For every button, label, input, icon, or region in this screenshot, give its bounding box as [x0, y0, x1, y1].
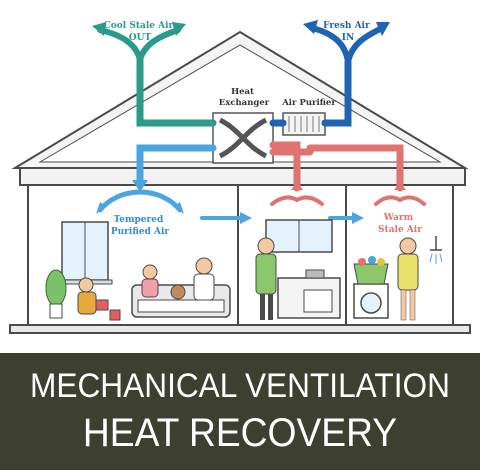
oven [303, 289, 333, 313]
warm-stale-air-label: Warm Stale Air [378, 213, 422, 235]
air-purifier-label: Air Purifier [281, 98, 336, 108]
shower-head-icon [430, 236, 442, 251]
warm-stale-air-duct [269, 141, 426, 206]
laundry-basket [353, 263, 389, 285]
tempered-purified-air-label: Tempered Purified Air [111, 215, 170, 237]
person-cook [257, 237, 275, 255]
kitchen [255, 219, 341, 320]
teddy-bear [170, 284, 186, 300]
person-adult-sofa [195, 257, 213, 275]
person-child-sofa [142, 264, 158, 280]
tempered-air-duct [96, 144, 364, 224]
title-banner: MECHANICAL VENTILATION HEAT RECOVERY [0, 353, 480, 470]
person-child-floor [78, 277, 94, 293]
air-purifier-unit [282, 112, 326, 136]
ventilation-diagram: Cool Stale Air OUT Fresh Air IN Heat Exc… [9, 20, 471, 334]
cool-air-arrow-right [137, 27, 181, 63]
banner-title-line2: HEAT RECOVERY [82, 411, 398, 455]
person-shower [399, 237, 417, 255]
laundry-room [353, 236, 443, 321]
fresh-air-label: Fresh Air IN [323, 21, 373, 43]
fresh-air-duct [269, 20, 390, 127]
fresh-air-arrow-right [345, 25, 385, 65]
heat-exchanger-unit [212, 112, 274, 164]
banner-title-line1: MECHANICAL VENTILATION [30, 367, 450, 405]
cool-stale-air-duct [92, 22, 217, 127]
heat-exchanger-label: Heat Exchanger [219, 87, 270, 108]
cool-stale-air-label: Cool Stale Air OUT [104, 21, 177, 43]
exchanger-cross-icon [218, 117, 268, 159]
living-room [45, 221, 231, 321]
plant [45, 269, 67, 307]
floor [9, 324, 471, 334]
